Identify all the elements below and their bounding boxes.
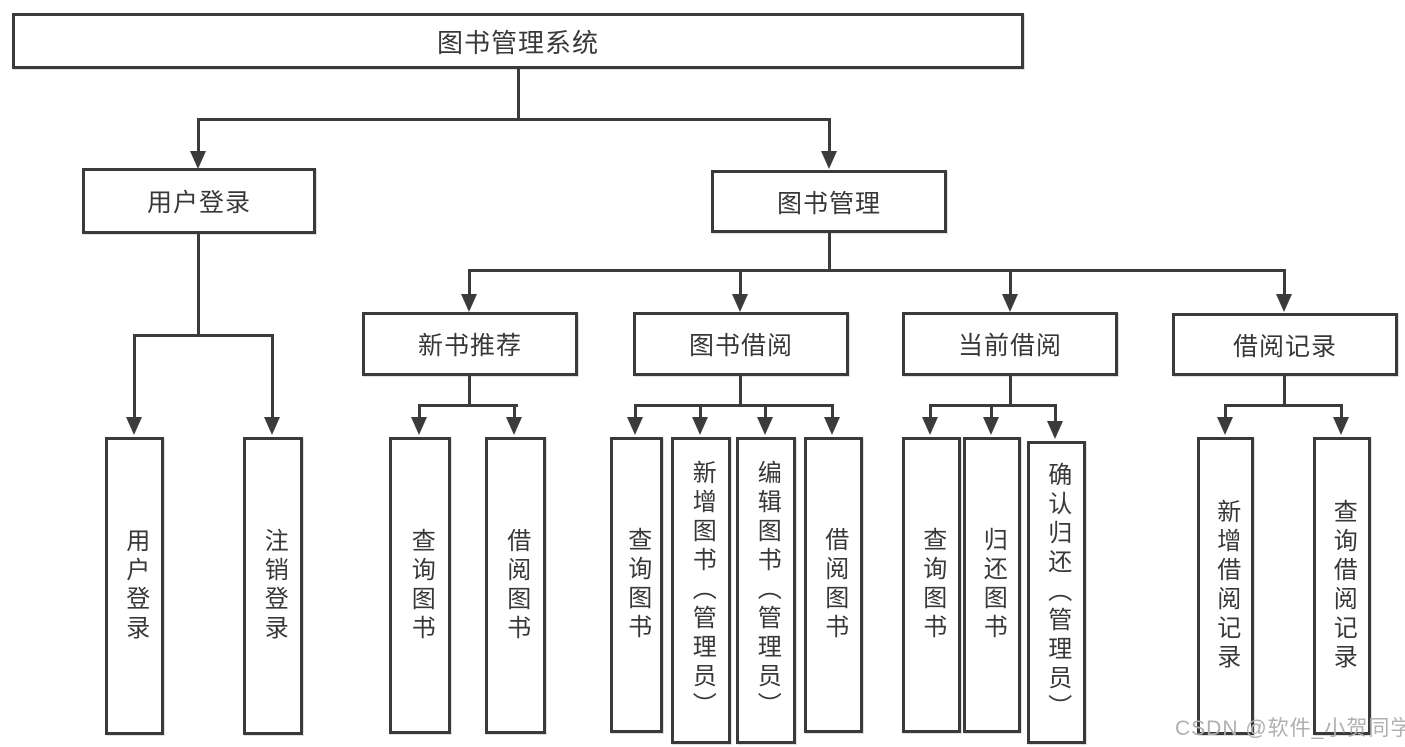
connector-line — [197, 233, 200, 336]
arrow-down-icon — [190, 151, 206, 169]
arrow-down-icon — [922, 417, 938, 435]
connector-line — [197, 118, 200, 153]
connector-line — [418, 404, 518, 407]
node-label: 归还图书 — [979, 527, 1007, 643]
leaf-query-borrow-record: 查询借阅记录 — [1313, 437, 1371, 735]
node-label: 查询借阅记录 — [1329, 499, 1357, 673]
arrow-down-icon — [1217, 417, 1233, 435]
arrow-down-icon — [1276, 294, 1292, 312]
leaf-add-borrow-record: 新增借阅记录 — [1197, 437, 1254, 735]
node-label: 当前借阅 — [957, 332, 1062, 360]
arrow-down-icon — [1047, 421, 1063, 439]
connector-line — [418, 404, 421, 419]
connector-line — [699, 404, 702, 419]
connector-line — [828, 118, 831, 153]
connector-line — [197, 118, 831, 121]
node-label: 新增借阅记录 — [1212, 499, 1240, 673]
arrow-down-icon — [983, 417, 999, 435]
arrow-down-icon — [757, 417, 773, 435]
node-label: 查询图书 — [623, 527, 651, 643]
node-label: 查询图书 — [918, 527, 946, 643]
node-book-management: 图书管理 — [711, 170, 947, 233]
connector-line — [133, 334, 274, 337]
connector-line — [1283, 269, 1286, 296]
connector-line — [133, 334, 136, 418]
arrow-down-icon — [627, 417, 643, 435]
arrow-down-icon — [1002, 294, 1018, 312]
node-label: 用户登录 — [121, 528, 149, 644]
node-label: 图书管理 — [776, 189, 881, 218]
connector-line — [1009, 269, 1012, 296]
node-borrow-records: 借阅记录 — [1172, 313, 1398, 376]
csdn-watermark: CSDN @软件_小贺同学 — [1175, 717, 1405, 740]
node-label: 用户登录 — [146, 189, 251, 217]
connector-line — [1340, 404, 1343, 419]
node-label: 注销登录 — [260, 528, 288, 644]
connector-line — [764, 404, 767, 419]
node-label: 图书管理系统 — [436, 27, 599, 58]
arrow-down-icon — [1333, 417, 1349, 435]
node-label: 确认归还（管理员） — [1043, 462, 1071, 723]
arrow-down-icon — [821, 151, 837, 169]
arrow-down-icon — [411, 417, 427, 435]
leaf-logout: 注销登录 — [243, 437, 303, 735]
node-label: 新增图书（管理员） — [688, 460, 716, 721]
leaf-return-books: 归还图书 — [963, 437, 1021, 733]
arrow-down-icon — [506, 417, 522, 435]
leaf-add-books-admin: 新增图书（管理员） — [671, 437, 731, 744]
node-new-book-recommend: 新书推荐 — [362, 312, 578, 376]
connector-line — [929, 404, 1057, 407]
leaf-query-books-recommend: 查询图书 — [389, 437, 451, 734]
connector-line — [517, 68, 520, 120]
node-label: 编辑图书（管理员） — [753, 460, 781, 721]
node-book-borrow: 图书借阅 — [633, 312, 849, 376]
leaf-borrow-books-recommend: 借阅图书 — [485, 437, 546, 734]
leaf-query-books-current: 查询图书 — [902, 437, 961, 733]
connector-line — [1283, 375, 1286, 406]
connector-line — [929, 404, 932, 419]
arrow-down-icon — [126, 417, 142, 435]
leaf-borrow-books: 借阅图书 — [804, 437, 863, 733]
leaf-user-login: 用户登录 — [105, 437, 164, 735]
node-label: 图书借阅 — [688, 332, 793, 360]
leaf-query-books-borrow: 查询图书 — [610, 437, 663, 733]
connector-line — [1224, 404, 1227, 419]
connector-line — [739, 375, 742, 406]
arrow-down-icon — [461, 294, 477, 312]
arrow-down-icon — [264, 417, 280, 435]
node-root-system: 图书管理系统 — [12, 13, 1024, 69]
connector-line — [1224, 404, 1343, 407]
connector-line — [634, 404, 637, 419]
connector-line — [634, 404, 834, 407]
node-current-borrow: 当前借阅 — [902, 312, 1118, 376]
connector-line — [828, 232, 831, 271]
connector-line — [831, 404, 834, 419]
leaf-edit-books-admin: 编辑图书（管理员） — [736, 437, 796, 744]
node-label: 查询图书 — [407, 527, 435, 644]
connector-line — [271, 334, 274, 418]
connector-line — [468, 375, 471, 406]
leaf-confirm-return-admin: 确认归还（管理员） — [1027, 441, 1086, 744]
connector-line — [990, 404, 993, 419]
connector-line — [513, 404, 516, 419]
connector-line — [468, 269, 471, 296]
connector-line — [1054, 404, 1057, 423]
node-label: 借阅图书 — [820, 527, 848, 643]
connector-line — [468, 269, 1285, 272]
node-label: 新书推荐 — [417, 332, 522, 360]
node-label: 借阅图书 — [502, 527, 530, 644]
connector-line — [739, 269, 742, 296]
connector-line — [1009, 375, 1012, 406]
arrow-down-icon — [692, 417, 708, 435]
node-user-login: 用户登录 — [82, 168, 316, 234]
node-label: 借阅记录 — [1232, 332, 1337, 361]
arrow-down-icon — [824, 417, 840, 435]
arrow-down-icon — [732, 294, 748, 312]
